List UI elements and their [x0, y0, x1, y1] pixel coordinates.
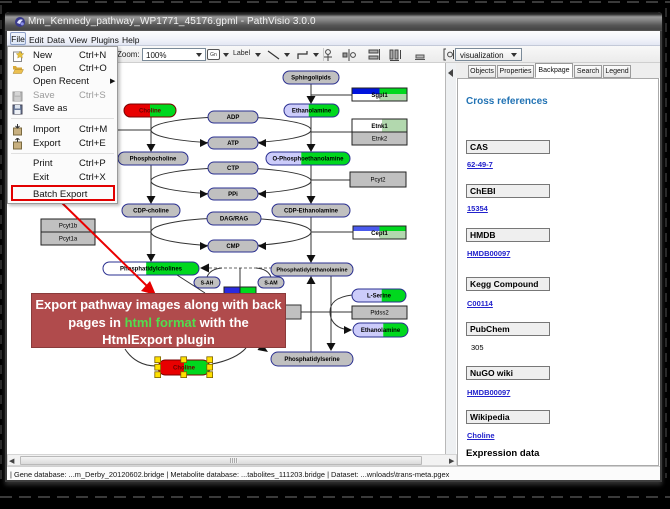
svg-text:Sgpl1: Sgpl1 [371, 93, 388, 99]
svg-text:Sphingolipids: Sphingolipids [291, 76, 331, 82]
svg-text:Pcyt2: Pcyt2 [370, 178, 386, 184]
svg-text:CMP: CMP [226, 244, 239, 250]
svg-text:Phosphatidylserine: Phosphatidylserine [284, 357, 340, 363]
svg-text:Pcyt1a: Pcyt1a [59, 237, 78, 243]
svg-text:Cept1: Cept1 [371, 231, 388, 237]
svg-text:ATP: ATP [227, 141, 239, 147]
svg-text:Ptdss2: Ptdss2 [370, 311, 389, 317]
svg-text:Etnk2: Etnk2 [372, 137, 388, 143]
svg-text:CDP-choline: CDP-choline [133, 209, 169, 215]
svg-text:PPi: PPi [228, 192, 238, 198]
svg-text:CDP-Ethanolamine: CDP-Ethanolamine [284, 209, 339, 215]
svg-text:Choline: Choline [139, 109, 162, 115]
svg-text:DAG/RAG: DAG/RAG [220, 217, 249, 223]
svg-text:Phosphatidylethanolamine: Phosphatidylethanolamine [276, 268, 347, 274]
svg-text:Ethanolamine: Ethanolamine [292, 109, 332, 115]
svg-text:Etnk1: Etnk1 [371, 124, 388, 130]
svg-text:S-AM: S-AM [264, 281, 277, 287]
svg-text:Choline: Choline [173, 366, 196, 372]
svg-text:ADP: ADP [227, 115, 240, 121]
svg-text:Phosphatidylcholines: Phosphatidylcholines [120, 267, 183, 273]
svg-text:S-AH: S-AH [201, 281, 214, 287]
svg-text:O-Phosphoethanolamine: O-Phosphoethanolamine [272, 157, 344, 163]
svg-text:L-Serine: L-Serine [367, 294, 392, 300]
svg-text:Ethanolamine: Ethanolamine [361, 328, 401, 334]
svg-text:Phosphocholine: Phosphocholine [130, 157, 177, 163]
svg-text:CTP: CTP [227, 166, 239, 172]
svg-text:Pcyt1b: Pcyt1b [59, 224, 78, 230]
